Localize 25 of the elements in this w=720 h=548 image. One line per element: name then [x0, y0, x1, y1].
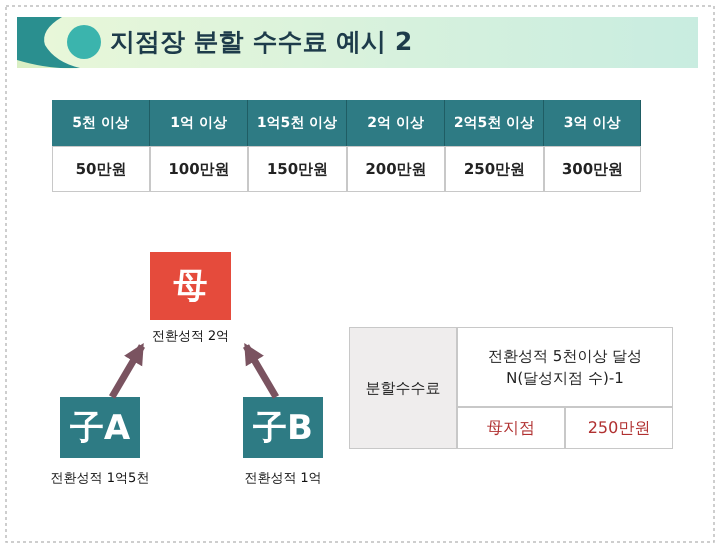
table-cell: 50만원: [52, 146, 150, 192]
title: 지점장 분할 수수료 예시 2: [110, 26, 412, 58]
table-cell: 300만원: [544, 146, 641, 192]
character-box: 子B: [243, 397, 323, 458]
header-cell: 3억 이상: [544, 100, 641, 146]
arrow: [108, 342, 146, 399]
table-cell: 분할수수료: [349, 327, 457, 449]
table-cell: 150만원: [248, 146, 347, 192]
character-box: 子A: [60, 397, 140, 458]
table-cell: 100만원: [150, 146, 248, 192]
table-cell: 250만원: [565, 407, 673, 449]
header-cell: 2억5천 이상: [445, 100, 544, 146]
arrow: [242, 342, 280, 399]
header-cell: 5천 이상: [52, 100, 150, 146]
table-cell: 전환성적 5천이상 달성 N(달성지점 수)-1: [457, 327, 673, 407]
header-cell: 1억5천 이상: [248, 100, 347, 146]
table-cell: 250만원: [445, 146, 544, 192]
table-cell: 母지점: [457, 407, 565, 449]
node-caption: 전환성적 1억5천: [50, 470, 150, 488]
character-box: 母: [150, 252, 231, 320]
node-caption: 전환성적 2억: [150, 328, 230, 346]
table-cell: 200만원: [347, 146, 445, 192]
header-cell: 1억 이상: [150, 100, 248, 146]
node-caption: 전환성적 1억: [243, 470, 323, 488]
header-cell: 2억 이상: [347, 100, 445, 146]
